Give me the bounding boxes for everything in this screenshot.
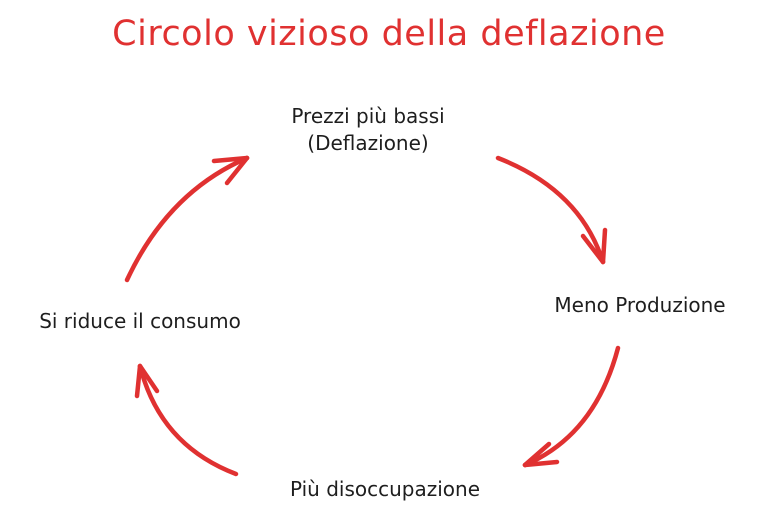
node-lower-prices-line2: (Deflazione) <box>307 131 429 155</box>
arrow-unemployment-to-consumption <box>134 363 239 477</box>
arrow-prices-to-production <box>495 155 608 265</box>
arrow-consumption-to-prices <box>124 155 250 283</box>
node-lower-prices: Prezzi più bassi (Deflazione) <box>238 103 498 157</box>
node-more-unemployment: Più disoccupazione <box>289 477 480 501</box>
diagram-title: Circolo vizioso della deflazione <box>112 14 666 54</box>
arrow-production-to-unemployment <box>522 345 621 468</box>
node-lower-prices-line1: Prezzi più bassi <box>291 104 445 128</box>
node-reduced-consumption: Si riduce il consumo <box>39 309 241 333</box>
node-less-production: Meno Produzione <box>554 293 726 317</box>
